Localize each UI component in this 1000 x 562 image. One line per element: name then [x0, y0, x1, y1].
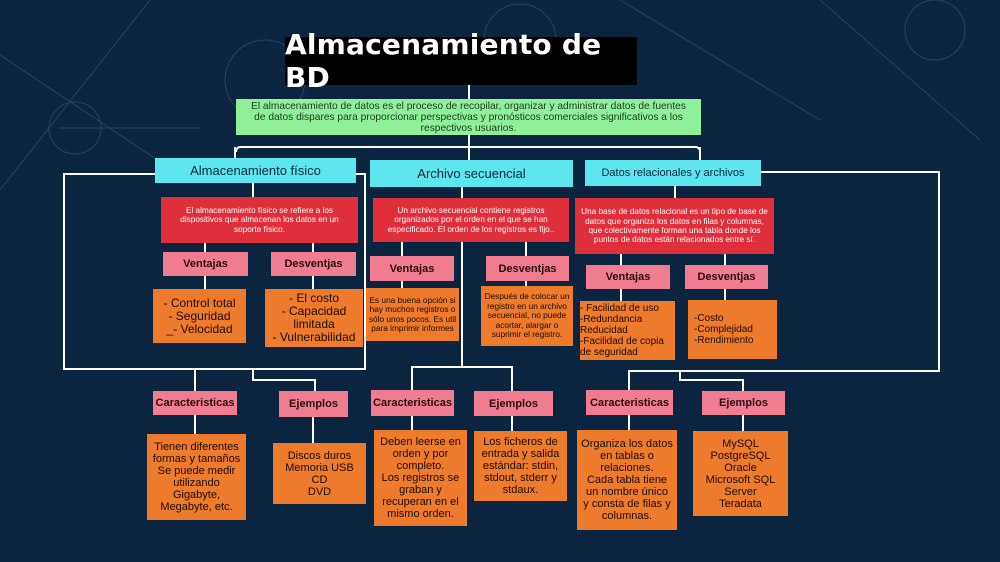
label-ejemplos: Ejemplos	[279, 391, 348, 417]
page-title: Almacenamiento de BD	[285, 28, 637, 94]
definition-archivo-secuencial: Un archivo secuencial contiene registros…	[373, 198, 569, 242]
label-desventajas: Desventjas	[271, 252, 356, 276]
label-ejemplos: Ejemplos	[474, 391, 553, 416]
desventajas-list: - El costo - Capacidad limitada - Vulner…	[265, 289, 363, 347]
caracteristicas-box: Organiza los datos en tablas o relacione…	[577, 430, 677, 530]
label-ventajas: Ventajas	[163, 252, 248, 276]
definition-almacenamiento-fisico: El almacenamiento físico se refiere a lo…	[161, 197, 358, 243]
desventajas-text: Después de colocar un registro en un arc…	[481, 286, 573, 346]
label-caracteristicas: Caracteristicas	[371, 390, 454, 416]
label-caracteristicas: Caracteristicas	[586, 390, 673, 415]
definition-datos-relacionales: Una base de datos relacional es un tipo …	[575, 198, 774, 254]
category-archivo-secuencial: Archivo secuencial	[370, 160, 573, 187]
category-datos-relacionales: Datos relacionales y archivos	[585, 160, 761, 186]
category-almacenamiento-fisico: Almacenamiento físico	[155, 158, 356, 183]
ejemplos-box: MySQL PostgreSQL Oracle Microsoft SQL Se…	[693, 431, 788, 516]
label-desventajas: Desventjas	[685, 265, 768, 289]
label-ventajas: Ventajas	[370, 256, 454, 281]
intro-box: El almacenamiento de datos es el proceso…	[236, 99, 701, 135]
label-caracteristicas: Caracteristicas	[153, 391, 237, 415]
desventajas-list: -Costo -Complejidad -Rendimiento	[688, 300, 777, 359]
label-desventajas: Desventjas	[486, 256, 569, 281]
label-ejemplos: Ejemplos	[702, 391, 785, 415]
ejemplos-box: Los ficheros de entrada y salida estánda…	[474, 431, 567, 501]
caracteristicas-box: Tienen diferentes formas y tamaños Se pu…	[147, 434, 246, 520]
ventajas-list: - Facilidad de uso -Redundancia Reducida…	[580, 301, 675, 360]
caracteristicas-box: Deben leerse en orden y por completo. Lo…	[374, 430, 467, 526]
ejemplos-box: Discos duros Memoria USB CD DVD	[273, 443, 366, 504]
ventajas-text: Es una buena opción si hay muchos regist…	[366, 288, 459, 341]
label-ventajas: Ventajas	[586, 265, 670, 289]
ventajas-list: - Control total - Seguridad _- Velocidad	[153, 289, 246, 343]
